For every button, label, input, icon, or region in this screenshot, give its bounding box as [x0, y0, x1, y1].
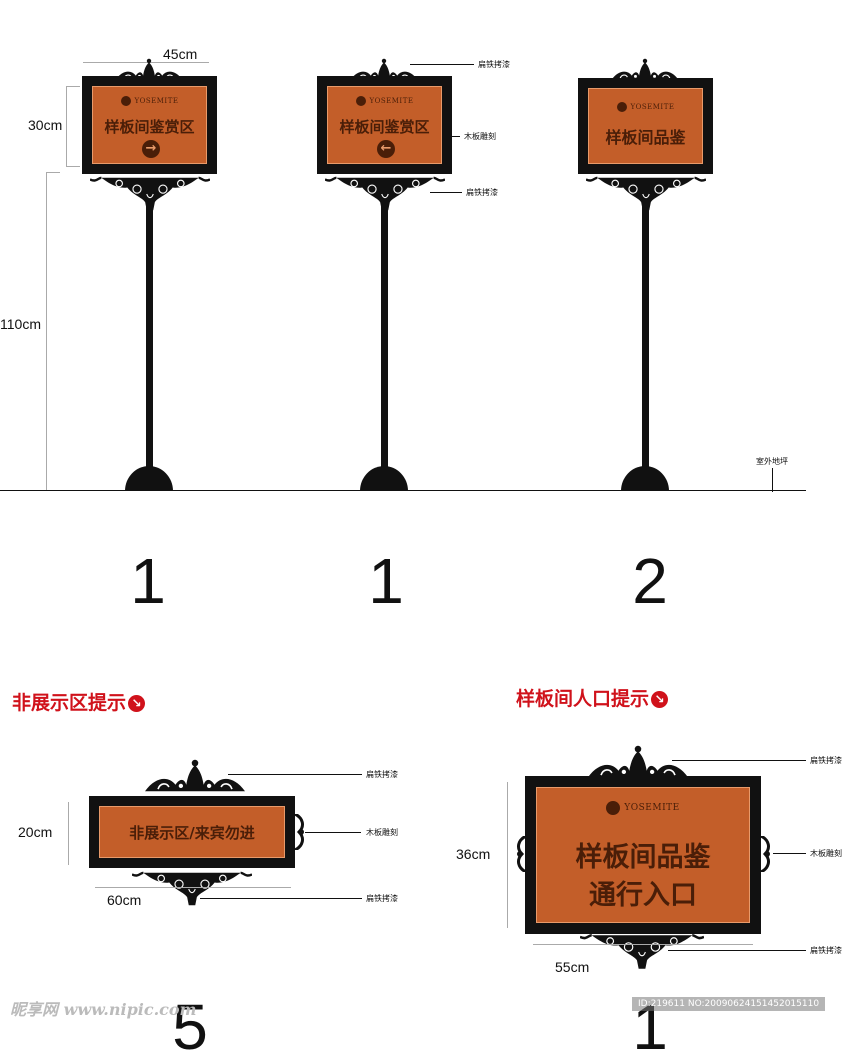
brand-mark-icon: [606, 801, 621, 815]
sign-base: [360, 466, 408, 491]
height-guide-36: [507, 782, 508, 928]
callout-line: [668, 950, 806, 951]
brand-mark-icon: [355, 96, 366, 106]
sign-face: YOSEMITE 样板间鉴赏区 →: [90, 84, 209, 166]
callout-line: [305, 832, 361, 833]
sign-face: YOSEMITE 样板间品鉴: [586, 86, 705, 166]
dimension-label-36cm: 36cm: [456, 846, 491, 862]
callout-line: [200, 898, 362, 899]
circle-arrow-icon: ↘: [651, 691, 669, 708]
callout-flat-iron-paint-top: 扁铁拷漆: [366, 770, 398, 779]
callout-line: [430, 192, 462, 193]
arrow-left-icon: ←: [377, 140, 395, 158]
sign-pole: [146, 205, 153, 469]
ground-marker: [772, 468, 773, 492]
heading-non-display-area: 非展示区提示↘: [12, 688, 146, 715]
brand-logo: YOSEMITE: [536, 801, 750, 815]
sign-base: [621, 466, 669, 491]
brand-logo: YOSEMITE: [327, 96, 442, 106]
callout-line: [773, 853, 806, 854]
callout-line: [228, 774, 362, 775]
sign-face: YOSEMITE 样板间品鉴 通行入口: [534, 785, 752, 925]
sign-frame: YOSEMITE 样板间品鉴: [578, 78, 713, 174]
brand-logo: YOSEMITE: [588, 102, 703, 112]
brand-mark-icon: [616, 102, 627, 112]
sign-frame: YOSEMITE 样板间品鉴 通行入口: [525, 776, 761, 934]
arrow-right-icon: →: [142, 140, 160, 158]
outdoor-ground-label: 室外地坪: [756, 457, 788, 466]
callout-wood-carving: 木板雕刻: [810, 849, 842, 858]
sign-title-line-2: 通行入口: [589, 880, 697, 911]
height-guide-30-bottom: [66, 166, 80, 167]
sign-title: 样板间鉴赏区: [104, 118, 195, 136]
height-guide-30: [66, 86, 67, 166]
heading-show-room-entrance: 样板间人口提示↘: [516, 684, 669, 711]
sign-frame: YOSEMITE 样板间鉴赏区 ←: [317, 76, 452, 174]
dimension-label-45cm: 45cm: [163, 46, 198, 62]
item-number: 1: [368, 545, 404, 617]
dimension-label-110cm: 110cm: [0, 316, 41, 332]
callout-flat-iron-paint-bottom: 扁铁拷漆: [810, 946, 842, 955]
circle-arrow-icon: ↘: [128, 695, 146, 712]
site-watermark: 昵享网 www.nipic.com: [10, 1000, 197, 1019]
side-scroll-ornament-left: [515, 836, 526, 872]
dimension-label-20cm: 20cm: [18, 824, 53, 840]
callout-flat-iron-paint-bottom: 扁铁拷漆: [466, 188, 498, 197]
crest-ornament: [610, 58, 680, 80]
item-number: 2: [632, 545, 668, 617]
sign-title-line-1: 样板间品鉴: [575, 842, 711, 873]
brand-logo: YOSEMITE: [92, 96, 207, 106]
width-guide-60: [95, 887, 291, 888]
callout-flat-iron-paint-bottom: 扁铁拷漆: [366, 894, 398, 903]
dimension-label-60cm: 60cm: [107, 892, 142, 908]
height-guide-20: [68, 802, 69, 865]
callout-wood-carving: 木板雕刻: [464, 132, 496, 141]
sign-face: 非展示区/来宾勿进: [97, 804, 287, 860]
dimension-label-55cm: 55cm: [555, 959, 590, 975]
callout-flat-iron-paint-top: 扁铁拷漆: [478, 60, 510, 69]
bracket-ornament: [132, 871, 252, 907]
height-guide-30-top: [66, 86, 80, 87]
sign-pole: [381, 205, 388, 469]
height-guide-110: [46, 172, 47, 490]
sign-frame: YOSEMITE 样板间鉴赏区 →: [82, 76, 217, 174]
side-scroll-ornament-right: [761, 836, 772, 872]
sign-title: 样板间品鉴: [605, 128, 686, 147]
sign-frame: 非展示区/来宾勿进: [89, 796, 295, 868]
sign-pole: [642, 205, 649, 469]
callout-line: [672, 760, 806, 761]
width-guide: [83, 62, 209, 63]
callout-line: [446, 136, 460, 137]
callout-line: [410, 64, 474, 65]
sign-title: 非展示区/来宾勿进: [129, 824, 255, 842]
callout-wood-carving: 木板雕刻: [366, 828, 398, 837]
bracket-ornament: [580, 933, 704, 971]
height-guide-110-top: [46, 172, 60, 173]
dimension-label-30cm: 30cm: [28, 117, 63, 133]
sign-title: 样板间鉴赏区: [339, 118, 430, 136]
id-watermark: ID:219611 NO:20090624151452015110: [632, 997, 826, 1011]
sign-face: YOSEMITE 样板间鉴赏区 ←: [325, 84, 444, 166]
brand-mark-icon: [120, 96, 131, 106]
item-number: 1: [130, 545, 166, 617]
width-guide-55: [533, 944, 753, 945]
crest-ornament: [145, 758, 245, 793]
sign-base: [125, 466, 173, 491]
callout-flat-iron-paint-top: 扁铁拷漆: [810, 756, 842, 765]
